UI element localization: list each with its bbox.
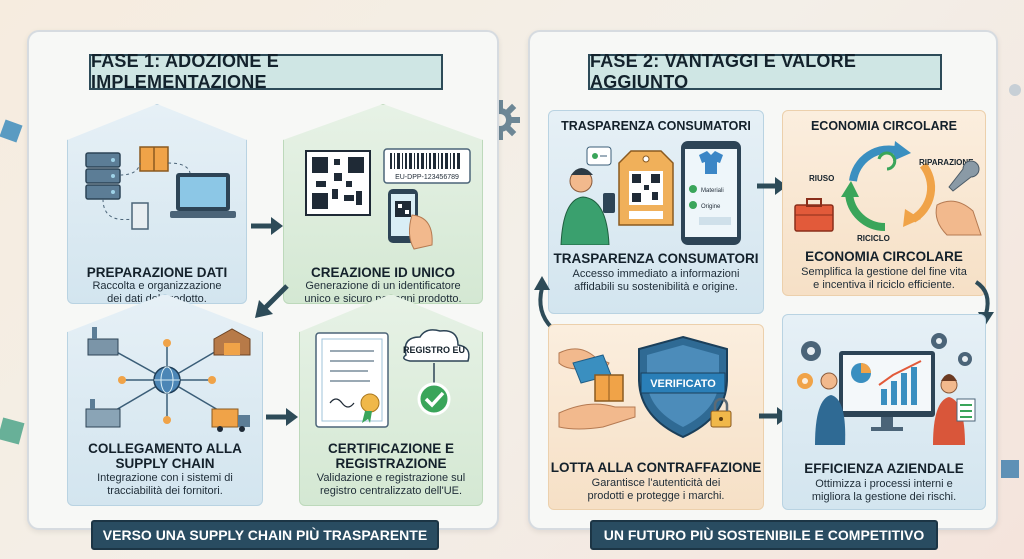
card-top-title: ECONOMIA CIRCOLARE [810, 119, 958, 133]
phase2-footer: UN FUTURO PIÙ SOSTENIBILE E COMPETITIVO [590, 520, 938, 550]
card-title: ECONOMIA CIRCOLARE [805, 249, 963, 264]
card-certificazione-registrazione: REGISTRO EU CERTIFICAZIONE E REGISTRAZIO… [299, 294, 483, 506]
card-desc: Integrazione con i sistemi di tracciabil… [97, 472, 233, 497]
card-creazione-id: EU-DPP-123456789 CREAZIONE ID UNICO Gene… [283, 104, 483, 304]
arrow-curved-up-icon [534, 276, 554, 330]
card-preparazione-dati: PREPARAZIONE DATI Raccolta e organizzazi… [67, 104, 247, 304]
card-title: LOTTA ALLA CONTRAFFAZIONE [550, 460, 762, 475]
card-title: TRASPARENZA CONSUMATORI [553, 251, 759, 266]
shield-label: VERIFICATO [650, 378, 716, 390]
certificate-cloud-illustration: REGISTRO EU [315, 329, 470, 428]
card-title: COLLEGAMENTO ALLA SUPPLY CHAIN [88, 441, 242, 471]
card-collegamento-supply-chain: COLLEGAMENTO ALLA SUPPLY CHAIN Integrazi… [67, 294, 263, 506]
card-title: EFFICIENZA AZIENDALE [804, 461, 964, 476]
phase2-title: FASE 2: VANTAGGI E VALORE AGGIUNTO [588, 51, 942, 92]
card-trasparenza-consumatori: TRASPARENZA CONSUMATORI Materiali [548, 110, 764, 314]
servers-laptop-illustration [85, 146, 236, 230]
card-desc: Semplifica la gestione del fine vita e i… [801, 266, 967, 291]
card-efficienza-aziendale: EFFICIENZA AZIENDALE Ottimizza i process… [782, 314, 986, 510]
phase1-title: FASE 1: ADOZIONE E IMPLEMENTAZIONE [89, 51, 443, 92]
card-economia-circolare: ECONOMIA CIRCOLARE RIUSO RIPARAZIONE RIC… [782, 110, 986, 296]
card-desc: Validazione e registrazione sul registro… [316, 472, 466, 497]
gear-decoration-right [1001, 84, 1021, 478]
cycle-label-reuse: RIUSO [809, 174, 834, 183]
supply-chain-network-illustration [85, 327, 251, 432]
phone-row-materials: Materiali [701, 188, 724, 194]
card-desc: Ottimizza i processi interni e migliora … [811, 478, 957, 503]
arrow-right-icon [251, 217, 283, 235]
qr-code-phone-illustration: EU-DPP-123456789 [305, 148, 471, 250]
cycle-label-recycle: RICICLO [857, 234, 890, 243]
card-desc: Accesso immediato a informazioni affidab… [572, 268, 740, 293]
consumer-phone-tag-illustration: Materiali Origine [560, 141, 741, 245]
card-title: CREAZIONE ID UNICO [310, 265, 455, 280]
card-title: CERTIFICAZIONE E REGISTRAZIONE [327, 441, 454, 471]
card-desc: Garantisce l'autenticità dei prodotti e … [587, 477, 725, 502]
circular-economy-illustration: RIUSO RIPARAZIONE RICICLO [794, 141, 982, 243]
card-title: PREPARAZIONE DATI [86, 265, 228, 280]
tag-code: EU-DPP-123456789 [395, 174, 459, 181]
network-decoration-left [0, 119, 25, 445]
card-lotta-contraffazione: VERIFICATO LOTTA ALLA CONTRAFFAZIONE Gar… [548, 324, 764, 510]
arrow-right-icon [757, 177, 787, 195]
verified-shield-illustration: VERIFICATO [558, 335, 732, 439]
phase1-footer: VERSO UNA SUPPLY CHAIN PIÙ TRASPARENTE [91, 520, 439, 550]
dashboard-team-illustration [797, 333, 976, 445]
arrow-down-left-icon [255, 284, 289, 318]
cycle-label-repair: RIPARAZIONE [919, 158, 974, 167]
card-top-title: TRASPARENZA CONSUMATORI [561, 119, 751, 133]
phase1-panel: FASE 1: ADOZIONE E IMPLEMENTAZIONE [27, 30, 499, 550]
phase2-panel: FASE 2: VANTAGGI E VALORE AGGIUNTO TRASP… [528, 30, 998, 550]
cloud-label: REGISTRO EU [403, 345, 465, 355]
phone-row-origin: Origine [701, 204, 721, 210]
arrow-right-icon [266, 408, 298, 426]
